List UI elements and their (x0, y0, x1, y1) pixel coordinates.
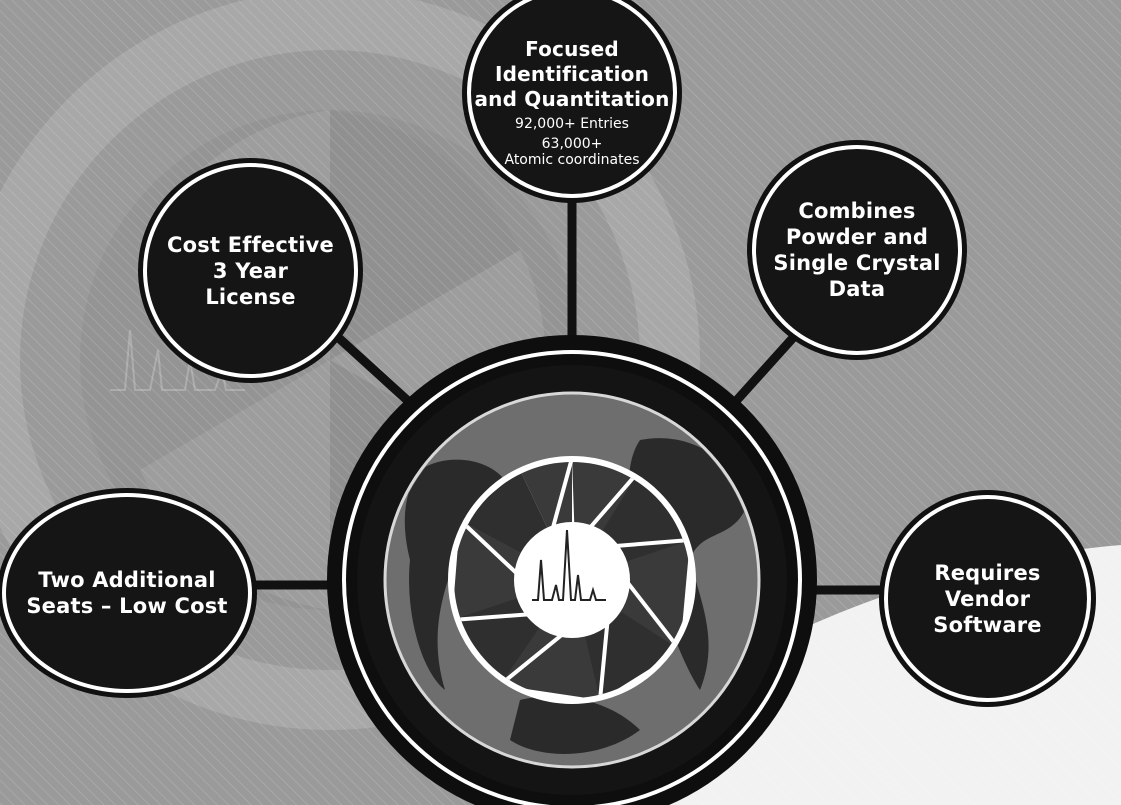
node-cost-effective: Cost Effective 3 Year License (143, 163, 358, 378)
node-title: Focused Identification and Quantitation (474, 36, 670, 111)
coordinates-count: 63,000+ Atomic coordinates (504, 135, 640, 168)
node-additional-seats: Two Additional Seats – Low Cost (2, 493, 252, 693)
hub-emblem (327, 335, 817, 805)
aperture-blades (454, 462, 690, 698)
node-title: Two Additional Seats – Low Cost (26, 568, 228, 618)
node-title: Requires Vendor Software (933, 560, 1042, 637)
entries-count: 92,000+ Entries (515, 115, 629, 132)
node-title: Cost Effective 3 Year License (167, 232, 334, 309)
node-focused-identification: Focused Identification and Quantitation … (467, 0, 677, 198)
node-combines-data: Combines Powder and Single Crystal Data (752, 145, 962, 355)
diffraction-pattern-icon (532, 529, 606, 601)
node-vendor-software: Requires Vendor Software (884, 495, 1091, 702)
node-title: Combines Powder and Single Crystal Data (773, 199, 941, 301)
